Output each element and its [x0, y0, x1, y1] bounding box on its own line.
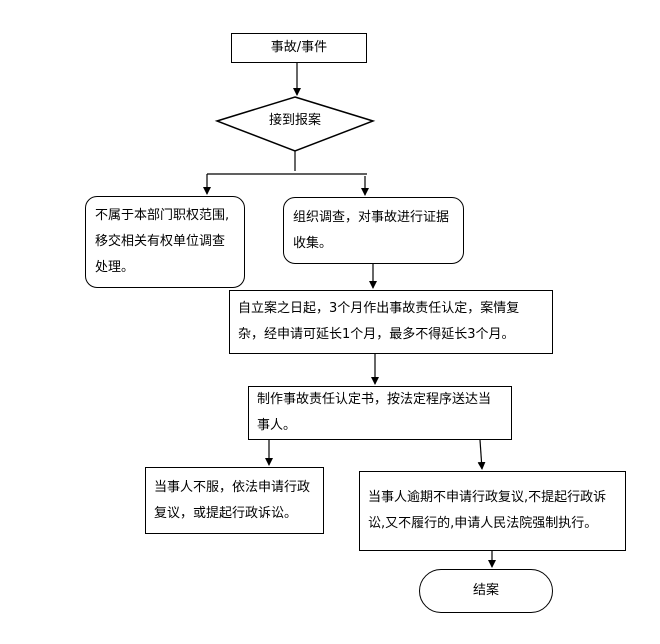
node-notify: 制作事故责任认定书，按法定程序送达当事人。 — [248, 386, 512, 440]
node-determine-label: 自立案之日起，3个月作出事故责任认定，案情复杂，经申请可延长1个月，最多不得延长… — [238, 301, 520, 342]
node-appeal-label: 当事人不服，依法申请行政复议，或提起行政诉讼。 — [154, 479, 311, 521]
node-determine: 自立案之日起，3个月作出事故责任认定，案情复杂，经申请可延长1个月，最多不得延长… — [229, 290, 553, 354]
node-report-label: 接到报案 — [268, 113, 321, 128]
node-event: 事故/事件 — [231, 33, 367, 63]
node-enforce: 当事人逾期不申请行政复议,不提起行政诉讼,又不履行的,申请人民法院强制执行。 — [359, 471, 626, 551]
arrow-notify-to-enforce — [477, 439, 486, 470]
node-close-label: 结案 — [472, 583, 499, 598]
node-notify-label: 制作事故责任认定书，按法定程序送达当事人。 — [257, 392, 492, 433]
node-decline-label: 不属于本部门职权范围,移交相关有权单位调查处理。 — [95, 208, 230, 275]
node-investigate-label: 组织调查，对事故进行证据收集。 — [293, 209, 450, 251]
node-event-label: 事故/事件 — [270, 40, 328, 55]
node-investigate: 组织调查，对事故进行证据收集。 — [283, 197, 464, 264]
node-enforce-label: 当事人逾期不申请行政复议,不提起行政诉讼,又不履行的,申请人民法院强制执行。 — [368, 490, 607, 531]
node-close: 结案 — [419, 569, 553, 613]
node-decline: 不属于本部门职权范围,移交相关有权单位调查处理。 — [85, 196, 245, 288]
node-appeal: 当事人不服，依法申请行政复议，或提起行政诉讼。 — [145, 467, 324, 534]
